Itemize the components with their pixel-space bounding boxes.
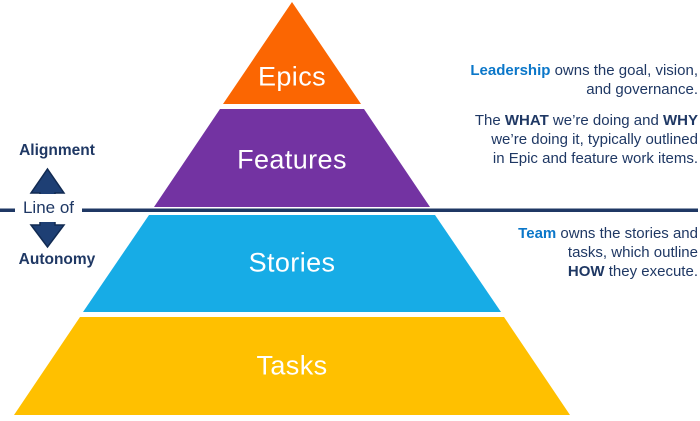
whatwhy-line3: in Epic and feature work items. [492, 150, 698, 167]
team-line1-rest: owns the stories and [556, 225, 698, 242]
leadership-keyword: Leadership [470, 62, 551, 79]
tasks-label: Tasks [256, 350, 328, 381]
line-of-label: Line of [22, 198, 75, 217]
team-keyword: Team [518, 225, 557, 242]
team-note: Team owns the stories and tasks, which ou… [378, 224, 698, 281]
stories-label: Stories [248, 247, 336, 278]
pyramid-level-features [154, 109, 430, 207]
autonomy-label: Autonomy [18, 251, 96, 268]
whatwhy-why-keyword: WHY [663, 112, 698, 129]
whatwhy-what-keyword: WHAT [504, 112, 549, 129]
whatwhy-line2: we’re doing it, typically outlined [491, 131, 698, 148]
whatwhy-seg3: we’re doing and [548, 112, 663, 129]
team-line2: tasks, which outline [567, 244, 698, 261]
epics-label: Epics [257, 61, 327, 92]
team-line3-rest: they execute. [604, 263, 698, 280]
features-label: Features [237, 144, 347, 175]
pyramid-level-stories [83, 215, 501, 312]
whatwhy-seg1: The [474, 112, 505, 129]
pyramid-level-tasks [14, 317, 570, 415]
leadership-line1-rest: owns the goal, vision, [550, 62, 698, 79]
line-of-divider [0, 208, 698, 212]
leadership-line2: and governance. [586, 81, 698, 98]
alignment-label: Alignment [19, 142, 95, 159]
pyramid-level-epics [223, 2, 361, 104]
leadership-note: Leadership owns the goal, vision, and gov… [378, 61, 698, 99]
line-of-box: Line of [15, 194, 82, 222]
team-how-keyword: HOW [567, 263, 605, 280]
what-why-note: The WHAT we’re doing and WHY we’re doing … [378, 111, 698, 168]
